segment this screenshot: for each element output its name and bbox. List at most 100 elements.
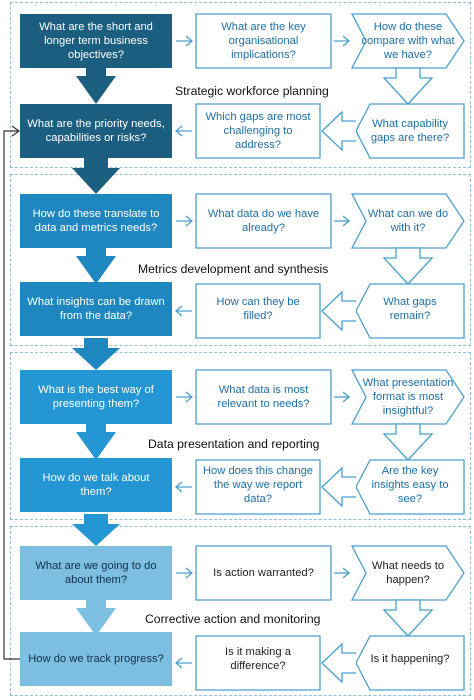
stage-3-box-2: What data is most relevant to needs? bbox=[196, 370, 331, 424]
stage-1-box-2: What are the key organisational implicat… bbox=[196, 14, 331, 68]
feedback-loop-arrowhead bbox=[11, 125, 21, 137]
stage-1-box-3: How do these compare with what we have? bbox=[352, 14, 464, 68]
stage-4-title: Corrective action and monitoring bbox=[145, 612, 321, 626]
stage-1-box-4-text: What capability gaps are there? bbox=[370, 118, 450, 144]
stage-3-box-5-text: How does this change the way we report d… bbox=[202, 465, 314, 505]
stage-2-box-4-outline bbox=[355, 283, 465, 339]
stage-2-box-4-text: What gaps remain? bbox=[383, 296, 437, 322]
stage-4-box-2-text: Is action warranted? bbox=[213, 567, 314, 579]
stage-1-box-3-text: How do these compare with what we have? bbox=[361, 21, 455, 61]
stage-2-to-next-arrow bbox=[72, 338, 120, 370]
stage-4-box-3-outline bbox=[350, 545, 465, 601]
stage-2-down-arrow-outline bbox=[382, 247, 434, 285]
stage-4-arrow-1-2 bbox=[176, 567, 194, 579]
stage-4-box-2: Is action warranted? bbox=[196, 546, 331, 600]
stage-1-title: Strategic workforce planning bbox=[175, 84, 329, 98]
stage-1-box-2-text: What are the key organisational implicat… bbox=[221, 21, 306, 61]
stage-3-arrow-2-3 bbox=[334, 391, 351, 403]
stage-3-box-3-text: What presentation format is most insight… bbox=[362, 377, 454, 417]
stage-4-box-2-outline bbox=[195, 545, 332, 601]
stage-3-box-6: How do we talk about them? bbox=[20, 458, 172, 512]
stage-1-box-5-outline bbox=[195, 103, 321, 159]
stage-2-box-3-text: What can we do with it? bbox=[367, 208, 449, 234]
stage-1-box-3-outline bbox=[350, 13, 465, 69]
stage-2-box-5-outline bbox=[195, 283, 321, 339]
feedback-loop-line bbox=[3, 130, 20, 660]
stage-3-title: Data presentation and reporting bbox=[148, 437, 320, 451]
stage-4-arrow-2-3 bbox=[334, 567, 351, 579]
stage-3-box-4: Are the key insights easy to see? bbox=[356, 458, 464, 512]
stage-3-arrow-1-2 bbox=[176, 391, 194, 403]
stage-3-dark-down-arrow bbox=[76, 424, 116, 460]
stage-1-box-5: Which gaps are most challenging to addre… bbox=[196, 104, 320, 158]
stage-3-box-6-text: How do we talk about them? bbox=[42, 472, 150, 498]
stage-3-box-2-text: What data is most relevant to needs? bbox=[217, 384, 310, 410]
stage-2-arrow-4-5 bbox=[321, 290, 356, 332]
stage-4-box-5: Is it making a difference? bbox=[196, 632, 320, 686]
stage-2-box-2-outline bbox=[195, 193, 332, 249]
stage-2-arrow-1-2 bbox=[176, 215, 194, 227]
stage-2-box-5-text: How can they be filled? bbox=[216, 296, 300, 322]
stage-2-dark-down-arrow bbox=[76, 248, 116, 284]
stage-1-box-1-text: What are the short and longer term busin… bbox=[39, 21, 153, 61]
stage-4-dark-down-arrow bbox=[76, 600, 116, 636]
stage-1-box-1: What are the short and longer term busin… bbox=[20, 14, 172, 68]
stage-1-box-4: What capability gaps are there? bbox=[356, 104, 464, 158]
stage-2-box-2-text: What data do we have already? bbox=[207, 208, 320, 234]
stage-1-box-5-text: Which gaps are most challenging to addre… bbox=[205, 111, 311, 151]
stage-1-dark-down-arrow bbox=[76, 68, 116, 104]
stage-3-box-3-outline bbox=[350, 369, 465, 425]
stage-2-box-5: How can they be filled? bbox=[196, 282, 320, 336]
stage-2-box-6-text: What insights can be drawn from the data… bbox=[27, 296, 165, 322]
stage-2-title: Metrics development and synthesis bbox=[138, 262, 329, 276]
stage-1-box-2-outline bbox=[195, 13, 332, 69]
stage-4-down-arrow-outline bbox=[382, 599, 434, 637]
stage-4-frame bbox=[10, 526, 471, 696]
stage-3-box-4-outline bbox=[355, 459, 465, 515]
stage-3-arrow-4-5 bbox=[321, 466, 356, 508]
stage-1-arrow-1-2 bbox=[176, 35, 194, 47]
stage-4-box-1: What are we going to do about them? bbox=[20, 546, 172, 600]
stage-3-frame bbox=[10, 352, 471, 520]
stage-4-box-3-text: What needs to happen? bbox=[371, 560, 445, 586]
stage-3-box-5: How does this change the way we report d… bbox=[196, 458, 320, 512]
stage-2-box-4: What gaps remain? bbox=[356, 282, 464, 336]
stage-3-box-1: What is the best way of presenting them? bbox=[20, 370, 172, 424]
stage-4-box-1-text: What are we going to do about them? bbox=[35, 560, 157, 586]
stage-2-box-1-text: How do these translate to data and metri… bbox=[32, 208, 160, 234]
stage-1-arrow-4-5 bbox=[321, 110, 356, 152]
stage-1-box-6-text: What are the priority needs, capabilitie… bbox=[27, 118, 165, 144]
stage-3-box-1-text: What is the best way of presenting them? bbox=[38, 384, 154, 410]
stage-2-frame bbox=[10, 174, 471, 346]
stage-4-arrow-5-6 bbox=[174, 657, 192, 669]
stage-3-box-5-outline bbox=[195, 459, 321, 515]
stage-2-box-6: What insights can be drawn from the data… bbox=[20, 282, 172, 336]
stage-2-box-1: How do these translate to data and metri… bbox=[20, 194, 172, 248]
stage-4-box-4: Is it happening? bbox=[356, 632, 464, 686]
stage-1-down-arrow-outline bbox=[382, 67, 434, 105]
stage-4-arrow-4-5 bbox=[321, 642, 356, 684]
stage-3-box-2-outline bbox=[195, 369, 332, 425]
stage-3-down-arrow-outline bbox=[382, 423, 434, 461]
stage-3-box-3: What presentation format is most insight… bbox=[352, 370, 464, 424]
stage-1-box-6: What are the priority needs, capabilitie… bbox=[20, 104, 172, 158]
stage-2-arrow-5-6 bbox=[174, 305, 192, 317]
stage-3-to-next-arrow bbox=[72, 514, 120, 546]
stage-2-arrow-2-3 bbox=[334, 215, 351, 227]
stage-1-frame bbox=[10, 2, 471, 168]
stage-4-box-6-text: How do we track progress? bbox=[28, 653, 164, 665]
stage-1-box-4-outline bbox=[355, 103, 465, 159]
stage-2-box-2: What data do we have already? bbox=[196, 194, 331, 248]
stage-3-box-4-text: Are the key insights easy to see? bbox=[371, 465, 449, 505]
stage-4-box-6: How do we track progress? bbox=[20, 632, 172, 686]
stage-1-arrow-5-6 bbox=[174, 125, 192, 137]
stage-2-box-3: What can we do with it? bbox=[352, 194, 464, 248]
stage-4-box-4-outline bbox=[355, 635, 465, 691]
stage-4-box-3: What needs to happen? bbox=[352, 546, 464, 600]
stage-1-arrow-2-3 bbox=[334, 35, 351, 47]
stage-2-box-3-outline bbox=[350, 193, 465, 249]
stage-4-box-4-text: Is it happening? bbox=[370, 653, 450, 665]
stage-3-arrow-5-6 bbox=[174, 481, 192, 493]
stage-1-to-next-arrow bbox=[72, 158, 120, 194]
